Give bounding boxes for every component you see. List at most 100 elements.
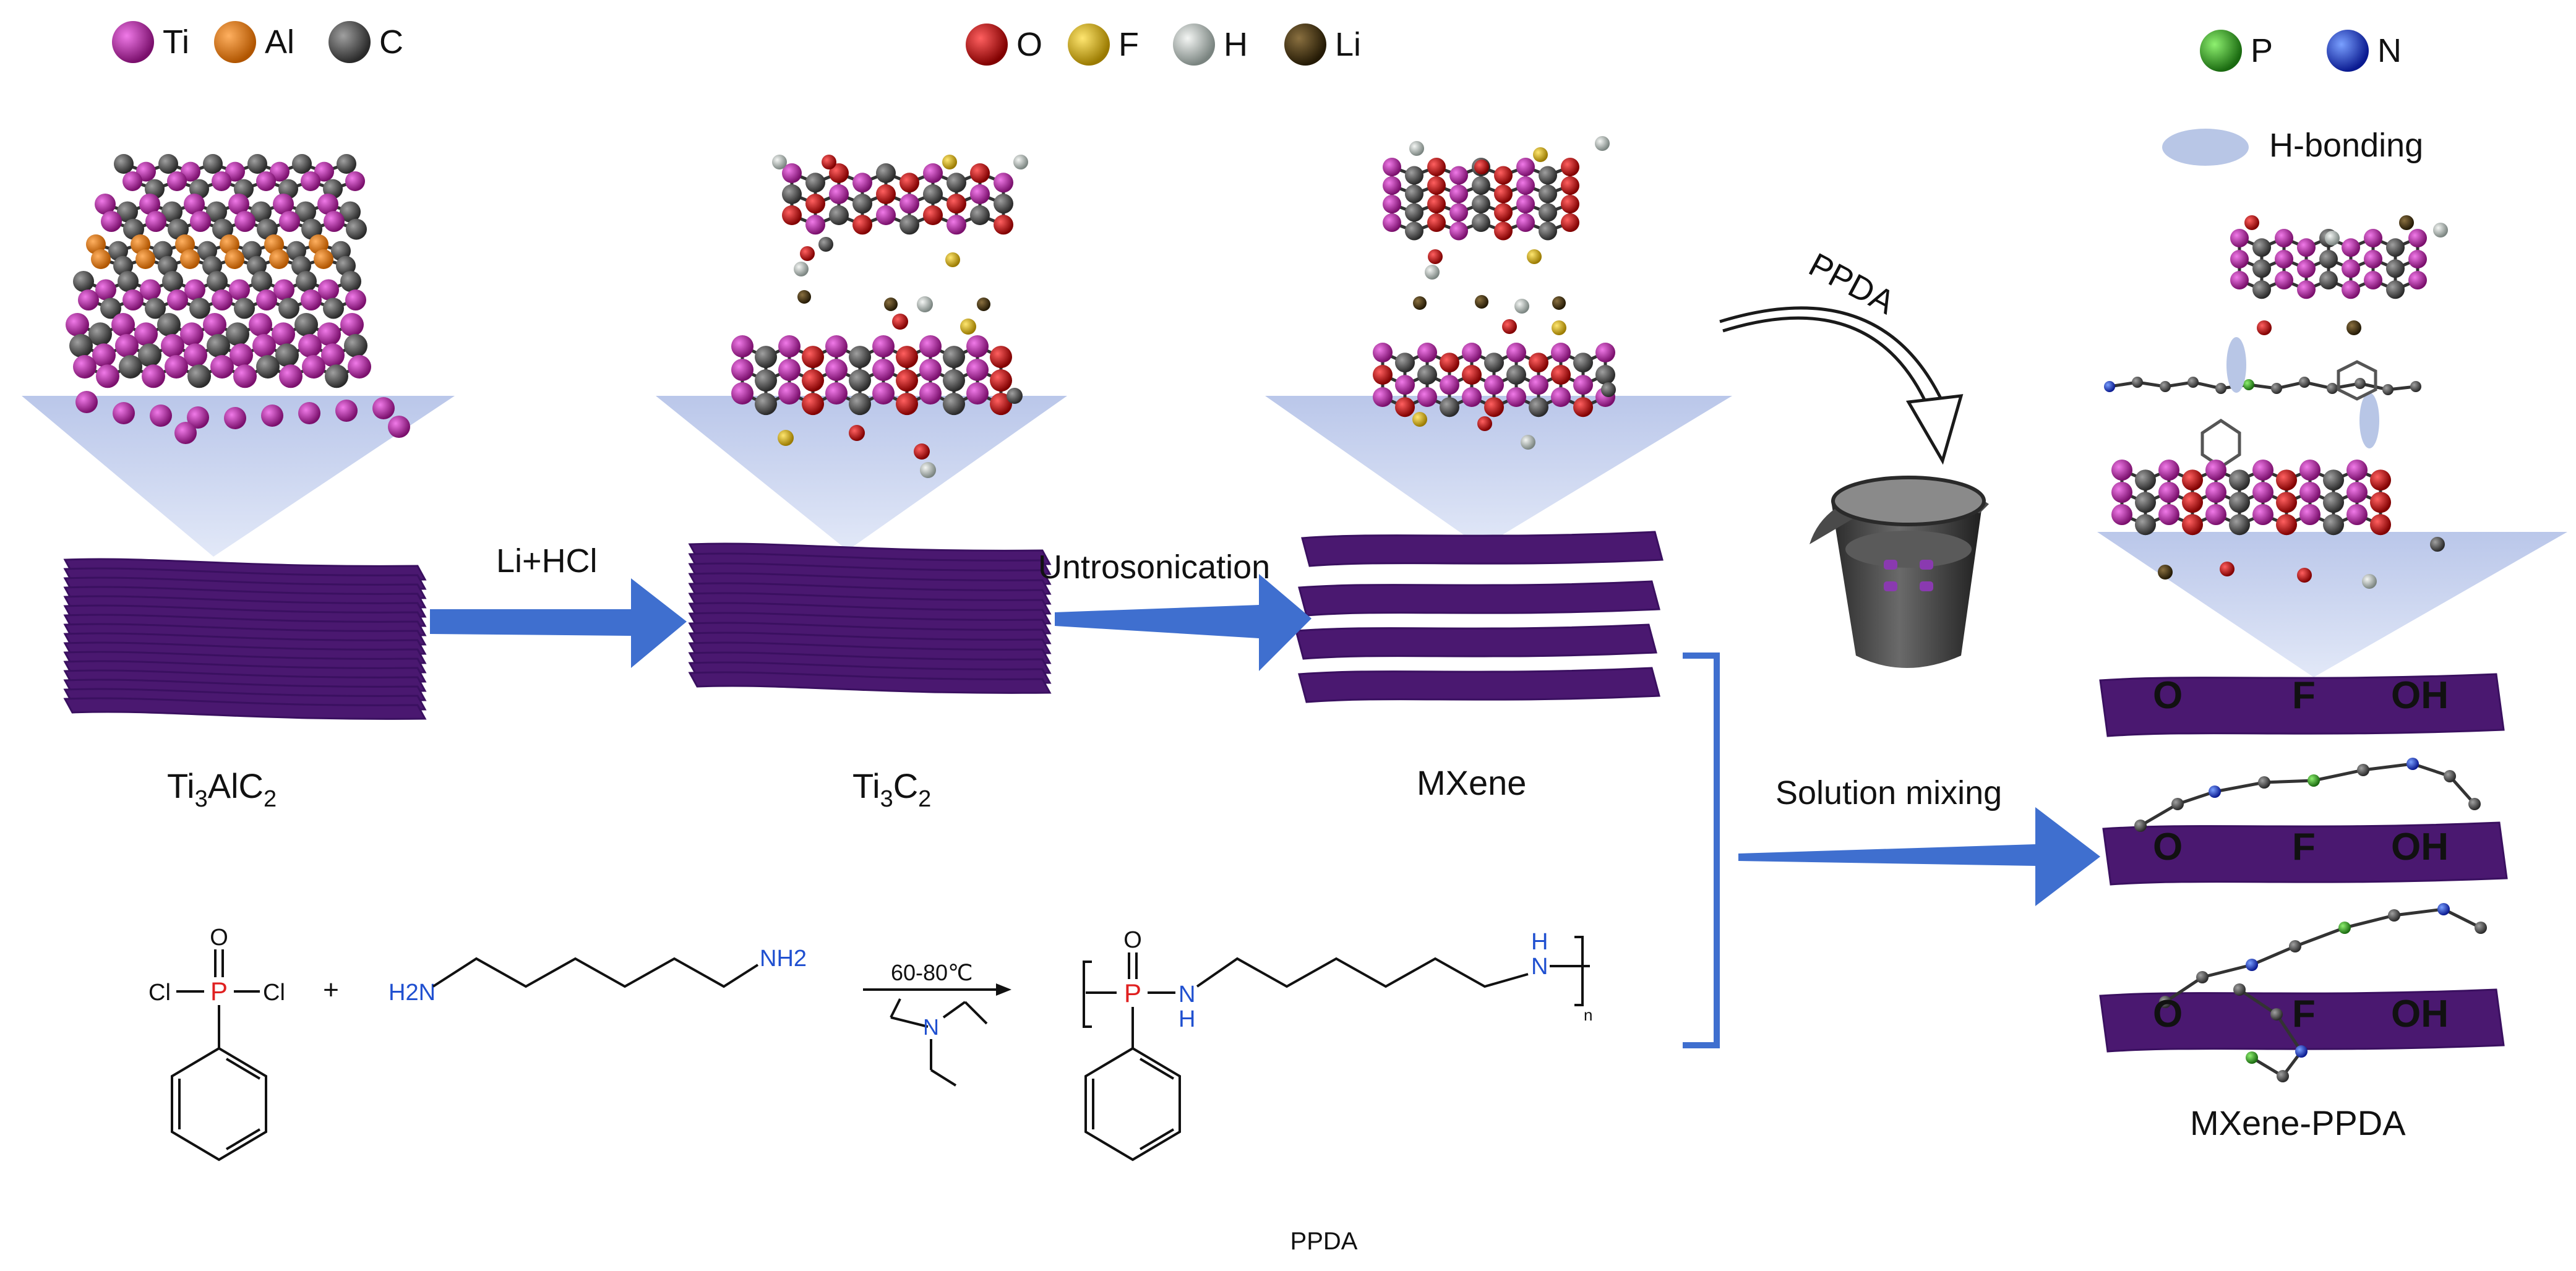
atom-c <box>2135 469 2156 491</box>
atom-o <box>802 393 824 416</box>
surface-label-oh: OH <box>2391 993 2449 1035</box>
atom-c <box>2319 271 2338 289</box>
atom-ti <box>2364 229 2382 247</box>
atom-ti <box>234 211 255 232</box>
atom-ti <box>203 313 226 336</box>
atom-c <box>247 154 267 174</box>
atom-c <box>291 255 311 276</box>
ppda-product: O P N H H N n <box>1083 927 1592 1162</box>
projection-beam-mxene <box>1265 396 1732 547</box>
atom-n <box>2437 903 2450 915</box>
atom-c <box>123 218 144 240</box>
atom-h <box>2362 574 2377 589</box>
arrow-mixing: Solution mixing <box>1738 774 2100 906</box>
atom-c <box>2229 492 2250 513</box>
arrow-step1: Li+HCl <box>430 542 687 668</box>
atom-p <box>2338 922 2351 934</box>
atom-c <box>1539 221 1557 241</box>
nanosheet <box>2102 821 2508 886</box>
atom-li <box>977 297 990 311</box>
atom-p <box>2243 379 2254 390</box>
atom-li <box>2399 215 2414 230</box>
atom-c <box>251 201 272 223</box>
atom-o <box>2182 469 2203 491</box>
atom-c <box>2270 1008 2283 1021</box>
atom-ti <box>1383 213 1401 232</box>
atom-li <box>884 297 898 311</box>
atom-o <box>1462 365 1482 385</box>
atom-ti <box>256 171 276 191</box>
atom-li <box>2346 320 2361 335</box>
atom-o <box>896 369 918 392</box>
atom-ti <box>2299 504 2321 525</box>
legend-atom-n <box>2327 30 2369 72</box>
atom-n <box>2406 758 2419 770</box>
atom-c <box>2160 381 2171 392</box>
atom-o <box>914 443 930 460</box>
atom-c <box>2187 377 2199 388</box>
atom-c <box>1539 203 1557 222</box>
atom-ti <box>279 211 300 232</box>
nanosheet <box>1298 580 1660 617</box>
atom-ti <box>228 194 249 215</box>
legend-label-li: Li <box>1335 26 1361 63</box>
atom-c <box>849 369 871 392</box>
atom-ti <box>115 334 139 357</box>
atom-c <box>1007 388 1023 404</box>
legend-atom-li <box>1284 24 1326 66</box>
nanosheet <box>688 671 1052 694</box>
atom-h <box>1595 136 1610 151</box>
atom-ti <box>145 211 166 232</box>
atom-ti <box>2111 504 2132 525</box>
atom-ti <box>2299 482 2321 503</box>
atom-c <box>2229 514 2250 536</box>
atom-c <box>852 194 872 214</box>
atom-c <box>2386 259 2405 278</box>
reactant1-cl-right: Cl <box>263 980 285 1006</box>
atom-ti <box>301 171 320 191</box>
atom-c <box>755 346 777 369</box>
atom-ti <box>111 313 135 336</box>
atom-o <box>970 163 990 183</box>
atom-c <box>187 364 211 388</box>
atom-ti <box>324 211 345 232</box>
atom-c <box>1472 213 1490 232</box>
hbond-label: H-bonding <box>2269 127 2423 164</box>
nanosheet <box>1298 667 1660 703</box>
atom-ti <box>2408 229 2427 247</box>
surface-label-oh: OH <box>2391 674 2449 717</box>
legend-atom-o <box>966 24 1008 66</box>
svg-text:N: N <box>923 1014 939 1040</box>
atom-o <box>947 194 966 214</box>
hbond-swatch <box>2162 129 2249 166</box>
atom-c <box>2135 514 2156 536</box>
atom-ti <box>161 334 184 357</box>
atom-ti <box>224 407 246 429</box>
atom-c <box>158 154 178 174</box>
atom-c <box>899 215 919 235</box>
atom-c <box>947 173 966 193</box>
atom-o <box>1561 213 1579 232</box>
atom-ti <box>1417 387 1437 407</box>
atom-c <box>202 255 222 276</box>
atom-c <box>337 154 356 174</box>
atom-c <box>301 218 322 240</box>
projection-beam-ti3alc2 <box>22 396 455 557</box>
atom-o <box>1474 160 1489 174</box>
atom-c <box>2327 383 2338 394</box>
atom-c <box>2171 798 2184 810</box>
atom-ti <box>2408 271 2427 289</box>
atom-ti <box>1506 343 1526 362</box>
atom-ti <box>1551 387 1571 407</box>
atom-ti <box>2346 504 2368 525</box>
atom-ti <box>340 313 364 336</box>
mxene-separated-sheets <box>1295 531 1664 703</box>
arrow-step1-label: Li+HCl <box>496 542 598 580</box>
mxene-layered-structure <box>1373 136 1616 450</box>
atom-ti <box>2252 504 2273 525</box>
atom-ti <box>2342 259 2360 278</box>
legend-label-h: H <box>1224 26 1248 63</box>
atom-o <box>802 369 824 392</box>
label-ti3c2: Ti3C2 <box>852 766 931 812</box>
atom-c <box>162 271 183 292</box>
